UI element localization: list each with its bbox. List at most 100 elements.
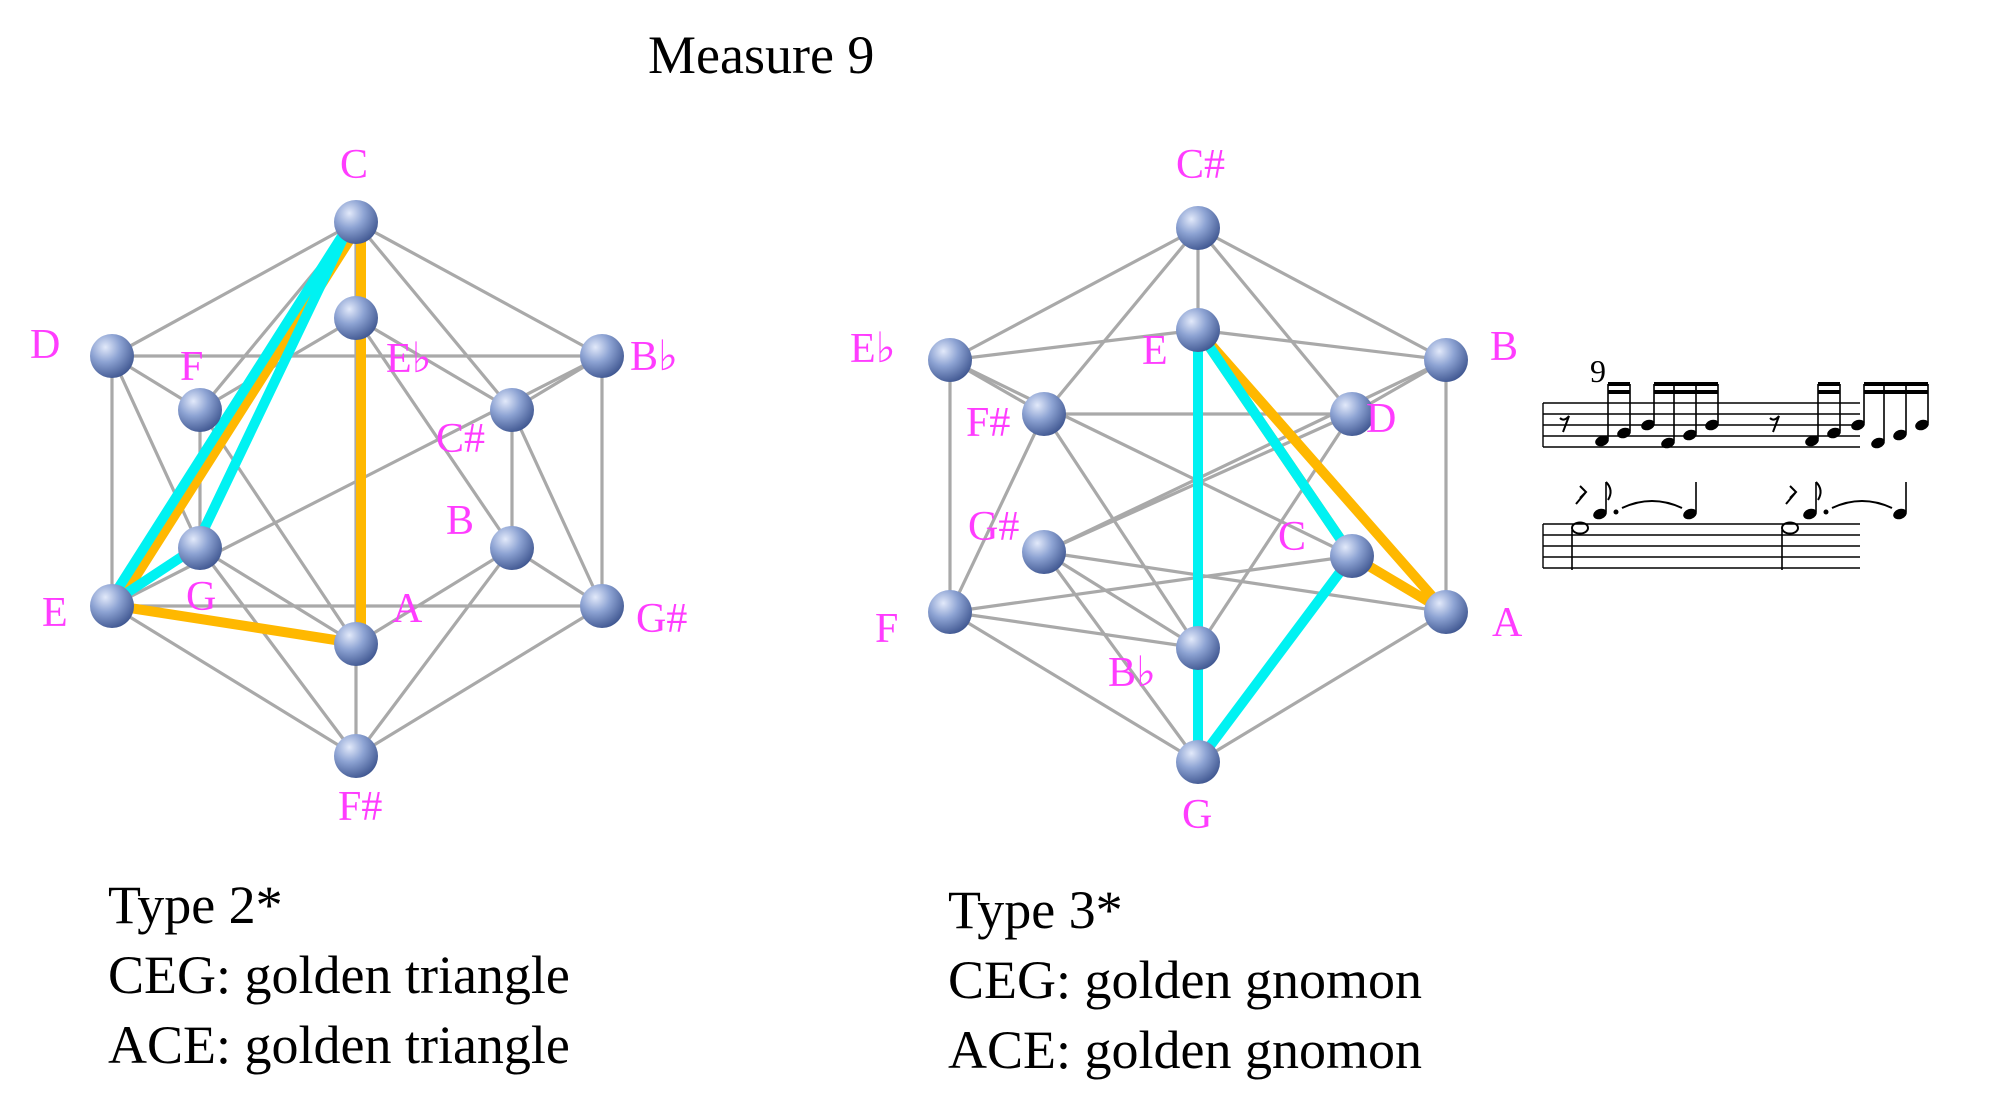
node-gsharp: [1022, 530, 1066, 574]
tie: [1831, 500, 1893, 509]
label-b: B: [1490, 324, 1518, 370]
upper-voice-notes: [1559, 382, 1929, 449]
label-fsharp: F#: [966, 400, 1010, 446]
label-csharp: C#: [436, 416, 485, 462]
edge-csharp-b: [1197, 226, 1447, 362]
label-eb: E♭: [850, 326, 895, 372]
label-gsharp: G#: [636, 596, 687, 642]
node-e: [90, 584, 134, 628]
node-c: [334, 200, 378, 244]
label-f: F: [180, 344, 203, 390]
lower-voice-notes: [1571, 481, 1907, 570]
edge-e-b: [1197, 328, 1447, 362]
label-g: G: [1182, 792, 1212, 838]
node-b: [490, 526, 534, 570]
edge-fsharp-e: [111, 604, 357, 758]
right-caption-ace: ACE: golden gnomon: [948, 1020, 1422, 1080]
node-f: [178, 388, 222, 432]
label-c: C: [1278, 514, 1306, 560]
label-eb: E♭: [386, 336, 431, 382]
triad-ceg-cyan: [1193, 325, 1357, 767]
node-g: [1176, 740, 1220, 784]
edge-a-b: [355, 546, 513, 646]
sixteenth-note: [1617, 427, 1631, 439]
edge-g-f: [949, 610, 1199, 764]
page-title: Measure 9: [648, 25, 875, 85]
left-caption-ceg: CEG: golden triangle: [108, 945, 570, 1005]
label-f: F: [875, 606, 898, 652]
edge-d-bb: [1196, 413, 1354, 649]
node-fsharp: [334, 734, 378, 778]
edge-eb-e: [949, 328, 1199, 362]
bass-staff: [1542, 523, 1860, 569]
label-d: D: [1366, 396, 1396, 442]
sixteenth-note: [1893, 429, 1907, 441]
edge-csharp-fsharp: [1042, 226, 1200, 416]
eighth-rest: [1769, 415, 1780, 433]
edge-gsharp-bb: [1043, 550, 1199, 650]
triad-ace-gold: [112, 217, 366, 649]
node-e: [1176, 308, 1220, 352]
label-e: E: [42, 590, 68, 636]
node-bb: [1176, 626, 1220, 670]
node-fsharp: [1022, 392, 1066, 436]
sixteenth-note: [1705, 419, 1719, 431]
label-a: A: [1492, 600, 1523, 646]
node-d: [1330, 392, 1374, 436]
edge-g-gsharp: [1042, 551, 1200, 763]
dot: [1823, 509, 1829, 515]
node-b: [1424, 338, 1468, 382]
edge-g-a: [199, 546, 357, 646]
edge-eb-b: [354, 317, 514, 549]
edge-fsharp-g: [198, 547, 358, 757]
right-caption: Type 3* CEG: golden gnomon ACE: golden g…: [948, 875, 1422, 1085]
node-bb: [580, 334, 624, 378]
edge-c-d: [111, 220, 357, 358]
dotted-eighth-note: [1803, 508, 1817, 520]
node-eb: [928, 338, 972, 382]
node-g: [178, 526, 222, 570]
node-a: [334, 622, 378, 666]
label-bb: B♭: [1108, 650, 1156, 696]
flag: [1815, 481, 1822, 501]
flag: [1605, 481, 1612, 501]
node-d: [90, 334, 134, 378]
edge-csharp-d: [1196, 226, 1354, 416]
label-e: E: [1142, 328, 1168, 374]
edge-bb-f: [949, 610, 1199, 650]
edge-d-g: [110, 355, 202, 549]
quarter-note: [1893, 508, 1907, 520]
eighth-rest: [1559, 415, 1570, 433]
treble-staff: [1542, 402, 1860, 448]
sixteenth-note: [1683, 429, 1697, 441]
dotted-eighth-note: [1593, 508, 1607, 520]
edge-g-a: [1197, 610, 1447, 764]
left-caption-ace: ACE: golden triangle: [108, 1015, 570, 1075]
right-caption-type: Type 3*: [948, 880, 1123, 940]
edge-c-csharp: [354, 220, 514, 412]
music-score: 9: [1542, 353, 1929, 570]
sixteenth-note: [1827, 427, 1841, 439]
node-gsharp: [580, 584, 624, 628]
sixteenth-note: [1871, 437, 1885, 449]
edge-eb-c: [949, 358, 1353, 558]
node-csharp: [490, 388, 534, 432]
edge-c-bb: [355, 220, 603, 358]
sixteenth-note: [1641, 419, 1655, 431]
triad-ceg-cyan: [102, 217, 356, 611]
edge-fsharp-gsharp: [355, 604, 603, 758]
node-csharp: [1176, 206, 1220, 250]
left-caption: Type 2* CEG: golden triangle ACE: golden…: [108, 870, 570, 1080]
label-gsharp: G#: [968, 504, 1019, 550]
label-c: C: [340, 142, 368, 188]
quarter-note: [1683, 508, 1697, 520]
node-a: [1424, 590, 1468, 634]
tie: [1621, 500, 1683, 509]
label-bb: B♭: [630, 334, 678, 380]
sixteenth-note: [1661, 437, 1675, 449]
half-note: [1571, 521, 1589, 535]
edge-a-gsharp: [1043, 550, 1447, 614]
half-note: [1781, 521, 1799, 535]
node-c: [1330, 534, 1374, 578]
sixteenth-rest: [1575, 485, 1588, 505]
